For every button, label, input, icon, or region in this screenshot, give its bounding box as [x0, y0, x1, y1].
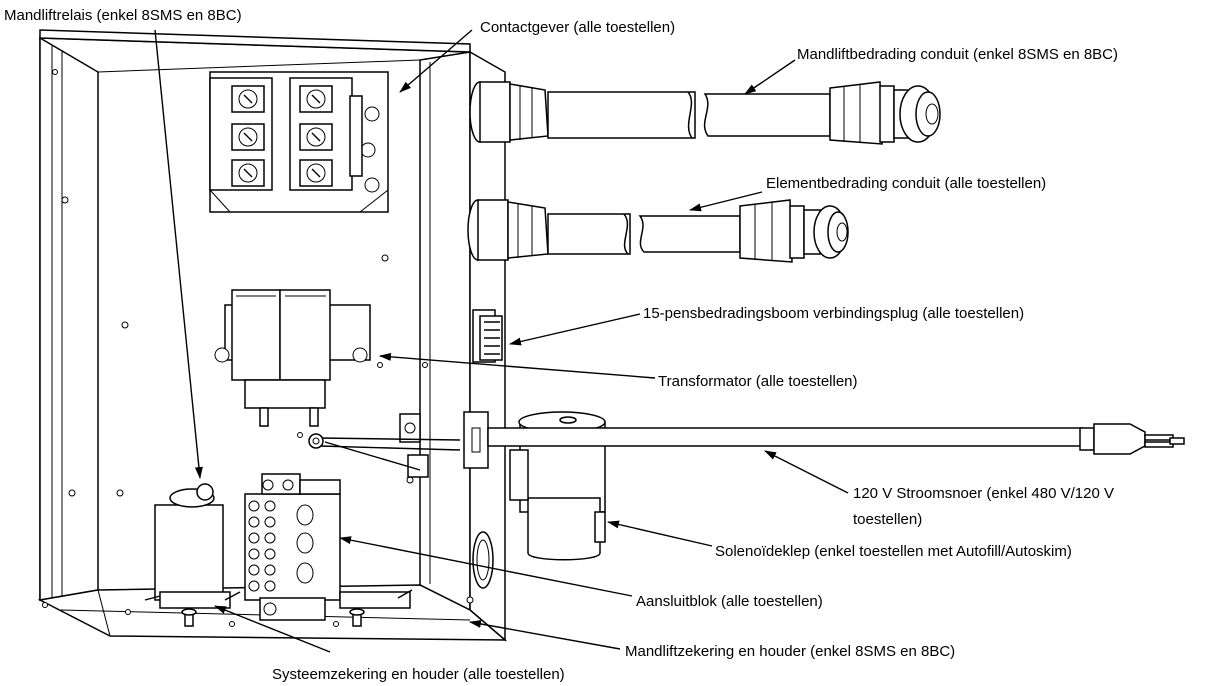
- label-stroomsnoer-line1: 120 V Stroomsnoer (enkel 480 V/120 V: [853, 485, 1114, 502]
- arrow-contactgever: [399, 29, 473, 93]
- label-aansluitblok: Aansluitblok (alle toestellen): [636, 593, 823, 610]
- power-cord-drawing: [463, 411, 1185, 469]
- arrow-solenoideklep: [607, 520, 713, 547]
- label-systeemzekering: Systeemzekering en houder (alle toestell…: [272, 666, 565, 683]
- arrow-element-conduit: [689, 191, 763, 212]
- solenoid-valve-drawing: [509, 411, 606, 561]
- arrow-transformator: [379, 352, 656, 379]
- label-element-conduit: Elementbedrading conduit (alle toestelle…: [766, 175, 1046, 192]
- arrow-mandliftrelais: [154, 29, 203, 479]
- arrow-stroomsnoer: [764, 450, 849, 494]
- label-solenoideklep: Solenoïdeklep (enkel toestellen met Auto…: [715, 543, 1072, 560]
- label-stroomsnoer-line2: toestellen): [853, 511, 922, 528]
- fuse-holder-drawing: [339, 589, 413, 627]
- label-contactgever: Contactgever (alle toestellen): [480, 19, 675, 36]
- arrow-systeemzekering: [214, 605, 331, 653]
- internal-bracket: [308, 413, 461, 478]
- arrow-mandlift-conduit: [744, 59, 796, 95]
- arrow-aansluitblok: [339, 536, 633, 597]
- label-mandlift-zekering: Mandliftzekering en houder (enkel 8SMS e…: [625, 643, 955, 660]
- element-conduit-drawing: [467, 199, 849, 263]
- relay-drawing: [144, 483, 241, 627]
- label-transformator: Transformator (alle toestellen): [658, 373, 858, 390]
- label-mandliftrelais: Mandliftrelais (enkel 8SMS en 8BC): [4, 7, 242, 24]
- contactor-drawing: [209, 71, 389, 213]
- labels: Mandliftrelais (enkel 8SMS en 8BC) Conta…: [4, 7, 1118, 683]
- label-mandlift-conduit: Mandliftbedrading conduit (enkel 8SMS en…: [797, 46, 1118, 63]
- label-verbindingsplug: 15-pensbedradingsboom verbindingsplug (a…: [643, 305, 1024, 322]
- mandlift-conduit-drawing: [469, 81, 941, 145]
- arrow-verbindingsplug: [509, 313, 641, 346]
- terminal-block-drawing: [244, 473, 341, 621]
- connector-plug-drawing: [472, 309, 503, 363]
- arrow-mandlift-zekering: [469, 620, 621, 650]
- transformer-drawing: [214, 289, 371, 427]
- leader-lines: [154, 29, 849, 653]
